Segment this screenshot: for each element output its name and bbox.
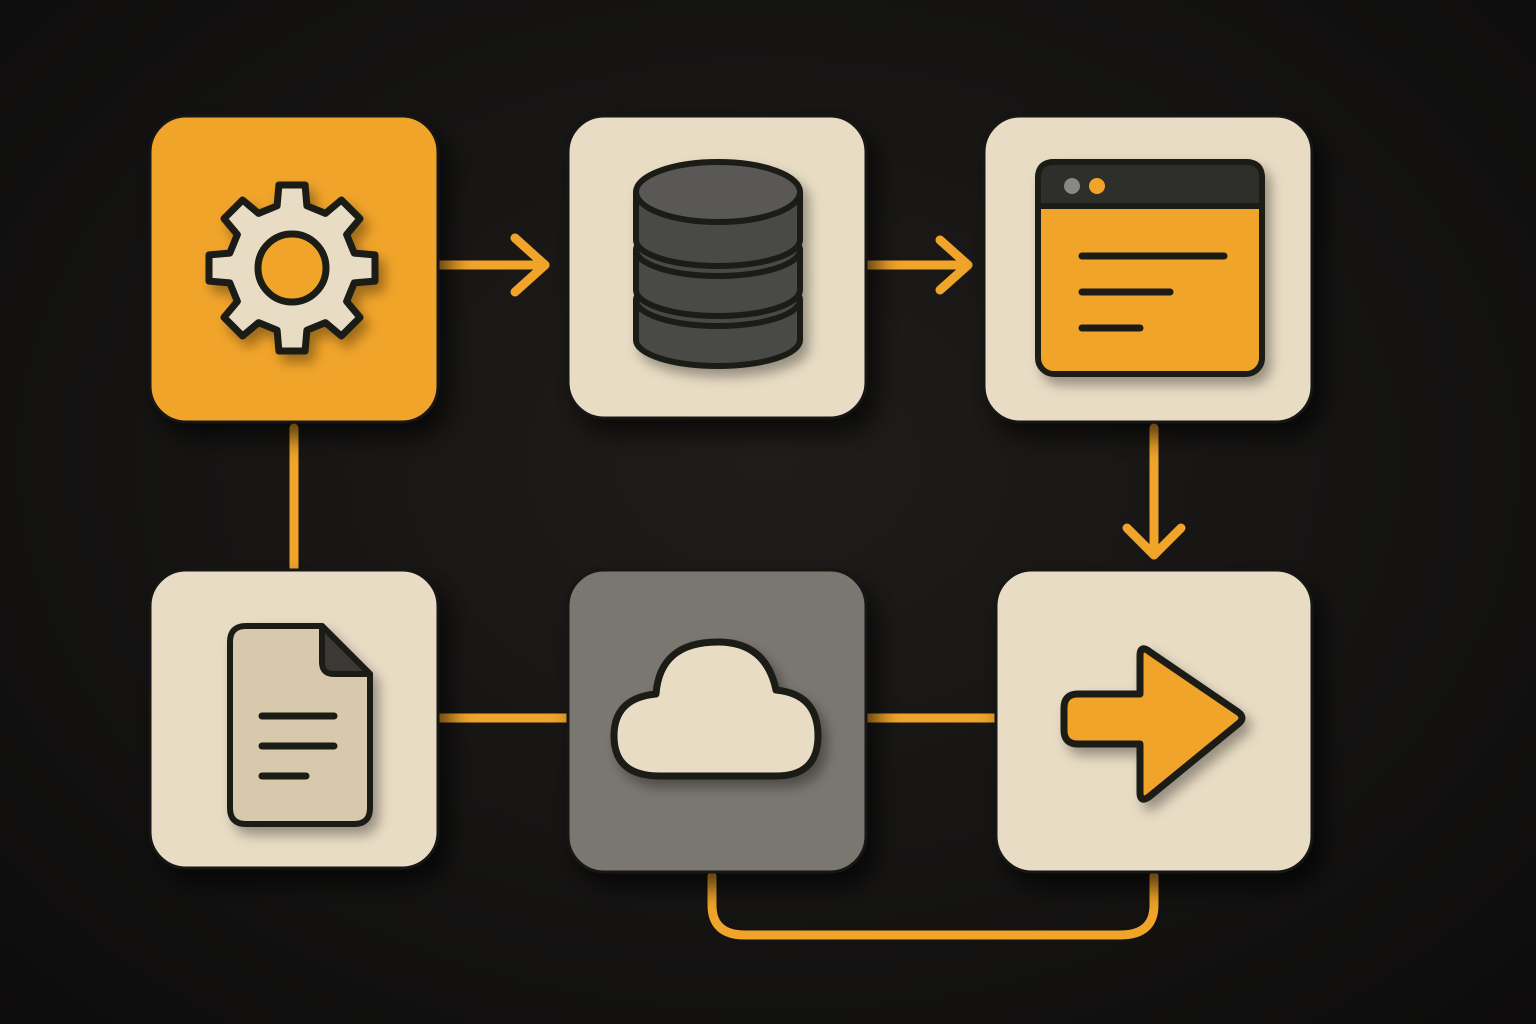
browser-window-icon — [1035, 159, 1265, 377]
arrowhead-database-window — [935, 235, 973, 295]
arrow-right-icon — [1060, 645, 1246, 803]
edge-cloud-output-below — [707, 871, 1159, 940]
connectors — [289, 233, 1186, 940]
arrowhead-window-output — [1122, 523, 1186, 560]
document-icon — [227, 623, 373, 827]
cloud-icon — [610, 638, 822, 780]
gear-hole — [254, 230, 330, 306]
arrowhead-settings-database — [510, 233, 550, 297]
database-icon — [633, 159, 803, 369]
gear-icon — [205, 181, 379, 355]
